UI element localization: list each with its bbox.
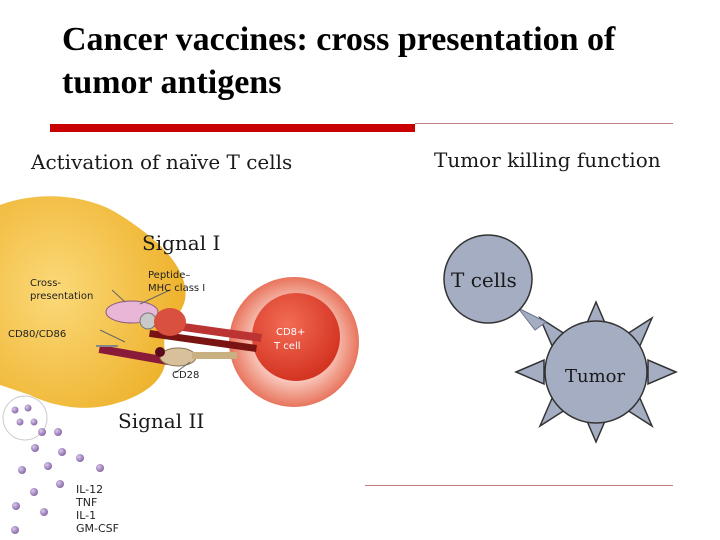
peptide [139,312,157,330]
label-cross: Cross- [30,278,61,289]
cd80-tip [155,347,165,357]
cytokine-dots [11,404,104,534]
label-il1: IL-1 [76,509,96,522]
pointer-cd28 [174,361,191,374]
left-heading: Activation of naïve T cells [31,150,293,174]
t-cell-nucleus [252,293,340,381]
title-underline-thin [415,123,673,124]
cd80-stem [98,345,169,366]
tcr-head [154,308,186,336]
pointer-cd80 [99,329,126,343]
t-cells-label: T cells [451,268,517,292]
label-presentation: presentation [30,291,93,302]
signal-2-label: Signal II [118,409,205,433]
killer-t-cell [443,234,533,324]
tumor-cell [544,320,648,424]
tcr-stem-dark [149,330,257,352]
label-mhc: MHC class I [148,283,205,294]
cd28-stem [192,352,237,359]
pointer-mhc [139,289,171,305]
label-tcell: T cell [273,341,301,352]
label-gmcsf: GM-CSF [76,522,119,535]
cd28-head [159,347,197,367]
label-peptide: Peptide– [148,270,190,281]
pointer-cross [111,289,126,303]
antigen-presenting-cell [0,196,186,408]
label-cd80-cd86: CD80/CD86 [8,329,66,340]
label-cd28: CD28 [172,370,199,381]
label-tnf: TNF [75,496,97,509]
slide-title: Cancer vaccines: cross presentation of t… [62,21,616,101]
label-cd8: CD8+ [276,327,305,338]
right-heading: Tumor killing function [434,148,661,172]
bottom-rule [365,485,673,486]
signal-1-label: Signal I [142,231,221,255]
label-il12: IL-12 [76,483,103,496]
tumor-label: Tumor [565,366,626,387]
title-underline-red [50,124,415,132]
tcell-contact-arrow [517,307,547,331]
